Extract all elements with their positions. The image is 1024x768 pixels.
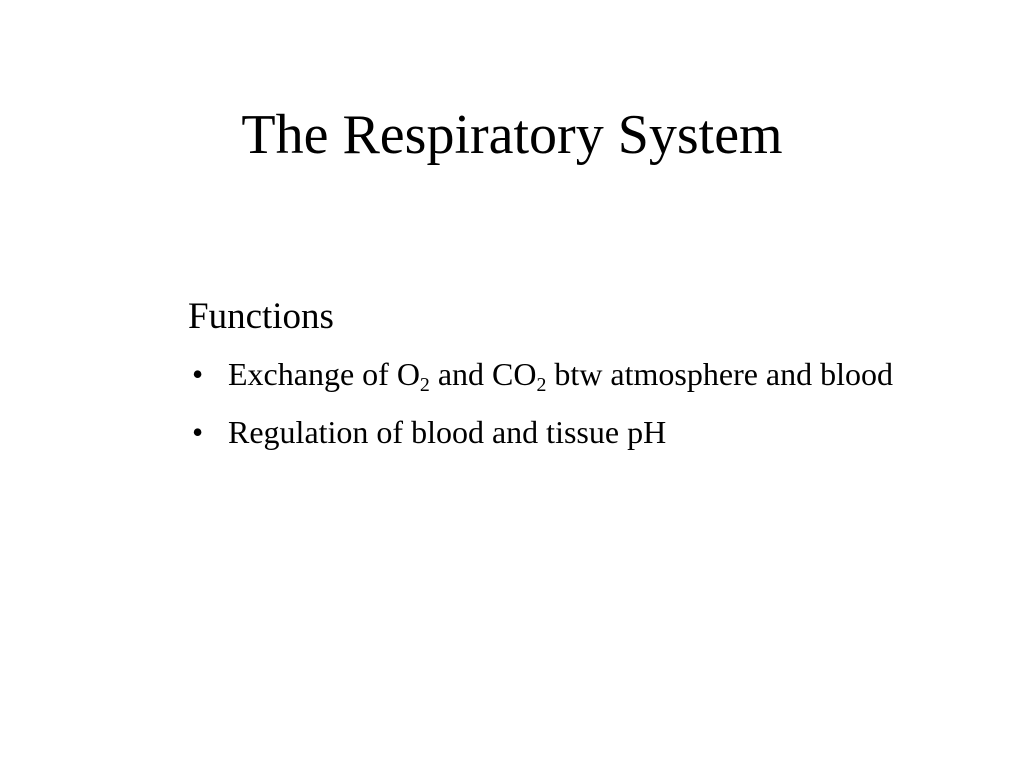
bullet-text-part: and CO [429,356,537,392]
bullet-item-gas-exchange: • Exchange of O2 and CO2 btw atmosphere … [188,352,908,396]
bullet-text-part: btw atmosphere and blood [546,356,894,392]
slide-content: Functions • Exchange of O2 and CO2 btw a… [188,294,908,468]
bullet-item-ph-regulation: • Regulation of blood and tissue pH [188,410,908,454]
slide-title: The Respiratory System [241,104,783,166]
subscript-2: 2 [536,373,547,396]
bullet-text-part: Exchange of O [228,356,420,392]
subscript-2: 2 [419,373,430,396]
bullet-icon: • [192,414,204,450]
bullet-text: Regulation of blood and tissue pH [228,414,667,450]
section-heading: Functions [188,296,334,337]
bullet-icon: • [192,356,204,392]
bullet-list: • Exchange of O2 and CO2 btw atmosphere … [188,352,908,454]
